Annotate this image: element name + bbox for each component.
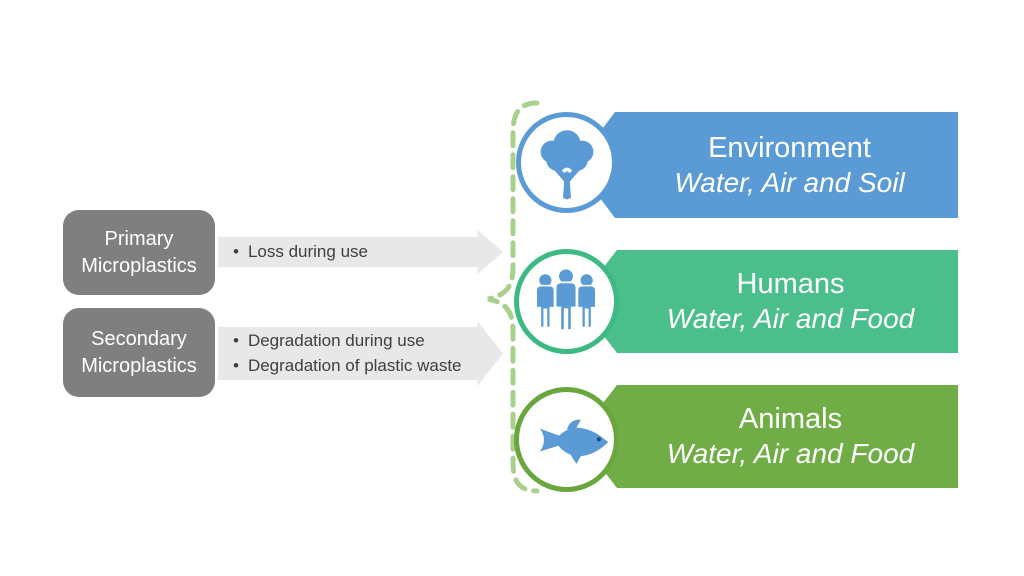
environment-icon-circle <box>516 112 617 213</box>
environment-banner: Environment Water, Air and Soil <box>575 112 958 218</box>
animals-subtitle: Water, Air and Food <box>666 438 915 470</box>
humans-text-block: Humans Water, Air and Food <box>577 267 958 335</box>
humans-banner: Humans Water, Air and Food <box>577 250 958 353</box>
fish-icon <box>539 419 609 464</box>
environment-subtitle: Water, Air and Soil <box>674 166 905 198</box>
humans-title: Humans <box>736 268 845 301</box>
primary-microplastics-label: Primary Microplastics <box>81 227 197 277</box>
people-icon <box>535 267 597 331</box>
loss-arrow-label: Loss during use <box>233 241 503 264</box>
secondary-microplastics-label: Secondary Microplastics <box>81 327 197 377</box>
animals-text-block: Animals Water, Air and Food <box>577 402 958 470</box>
humans-subtitle: Water, Air and Food <box>666 303 915 335</box>
loss-arrow: Loss during use <box>218 230 503 274</box>
primary-microplastics-box: Primary Microplastics <box>63 210 215 295</box>
degradation-plastic-waste-label: Degradation of plastic waste <box>233 355 503 378</box>
tree-icon <box>540 130 594 200</box>
humans-icon-circle <box>514 249 619 354</box>
degradation-arrow: Degradation during use Degradation of pl… <box>218 321 503 386</box>
secondary-microplastics-box: Secondary Microplastics <box>63 308 215 397</box>
animals-icon-circle <box>514 387 619 492</box>
animals-banner: Animals Water, Air and Food <box>577 385 958 488</box>
degradation-during-use-label: Degradation during use <box>233 330 503 353</box>
animals-title: Animals <box>738 403 843 436</box>
environment-title: Environment <box>708 131 871 164</box>
environment-text-block: Environment Water, Air and Soil <box>575 131 958 199</box>
